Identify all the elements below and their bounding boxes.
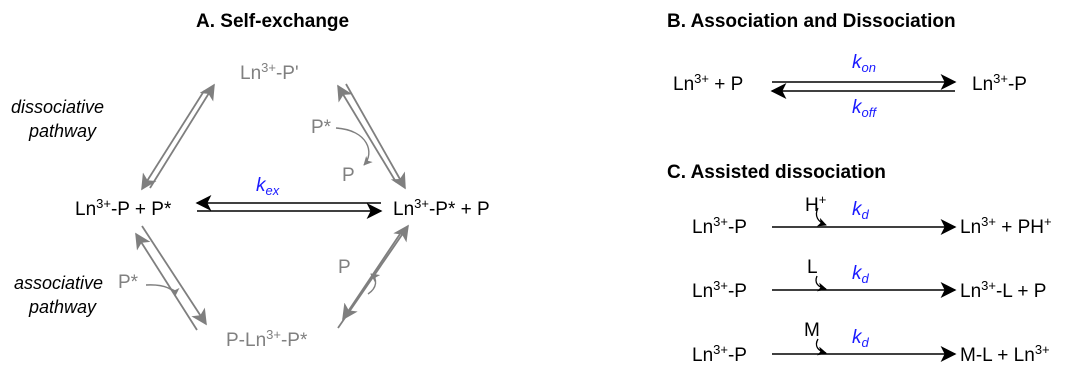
row2-reactant: Ln3+-P (692, 278, 747, 302)
row1-kd-label: kd (852, 199, 869, 222)
panel-c-title: C. Assisted dissociation (667, 162, 886, 183)
dissociative-pathway-label: pathway (29, 121, 97, 141)
right-species: Ln3+-P* + P (393, 196, 490, 220)
k-ex-label: kex (256, 175, 280, 198)
row1-curved-arrow (815, 207, 827, 227)
upper-right-curved-arrow (335, 127, 373, 166)
row1-product: Ln3+ + PH+ (960, 214, 1052, 238)
row1-reagent: H+ (805, 192, 827, 216)
bottom-species: P-Ln3+-P* (226, 327, 308, 351)
row3-reagent: M (804, 320, 820, 341)
lower-left-arrow-down (141, 225, 207, 326)
row2-product: Ln3+-L + P (960, 278, 1047, 302)
upper-right-arrow-up (337, 84, 397, 183)
lower-left-incoming-label: P* (118, 272, 139, 293)
row2-reagent: L (807, 257, 818, 278)
lower-right-arrow-up (337, 224, 409, 329)
lower-left-curved-arrow (145, 284, 180, 297)
panel-b-reactant: Ln3+ + P (673, 71, 744, 95)
row2-curved-arrow (815, 275, 827, 292)
left-species: Ln3+-P + P* (75, 196, 172, 220)
panel-a-title: A. Self-exchange (196, 11, 350, 32)
panel-b-title: B. Association and Dissociation (667, 11, 956, 32)
lower-right-arrow-down (342, 233, 401, 321)
k-off-label: koff (852, 97, 876, 120)
associative-pathway-label: pathway (29, 297, 97, 317)
k-on-label: kon (852, 52, 876, 75)
top-species: Ln3+-P' (240, 60, 299, 84)
row3-kd-label: kd (852, 327, 869, 350)
row3-reactant: Ln3+-P (692, 342, 747, 366)
upper-right-incoming-label: P* (311, 117, 332, 138)
associative-label: associative (14, 273, 104, 293)
upper-left-arrow-down (141, 90, 205, 191)
lower-right-curved-arrow (367, 273, 381, 295)
row1-reactant: Ln3+-P (692, 214, 747, 238)
upper-left-arrow-up (149, 83, 215, 189)
row3-curved-arrow (815, 338, 827, 356)
dissociative-label: dissociative (11, 97, 105, 117)
lower-right-outgoing-label: P (338, 257, 351, 278)
panel-b-product: Ln3+-P (972, 71, 1027, 95)
upper-right-outgoing-label: P (342, 165, 355, 186)
row3-product: M-L + Ln3+ (960, 342, 1050, 366)
upper-right-arrow-down (345, 83, 406, 190)
lower-left-arrow-up (135, 232, 198, 331)
row2-kd-label: kd (852, 263, 869, 286)
